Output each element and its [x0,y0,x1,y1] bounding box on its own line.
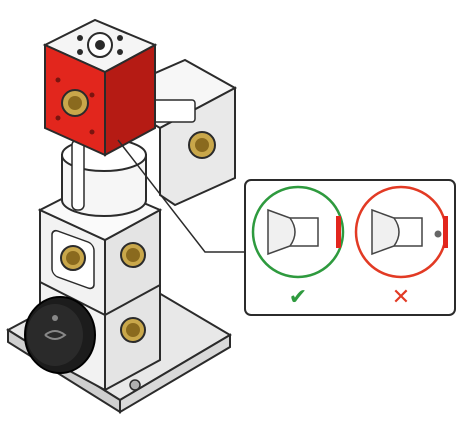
wrong-example [354,185,448,279]
callout-box: ✔ ✕ [244,179,456,316]
correct-example [251,185,345,279]
callout-leader-line [117,139,245,253]
brass-port-lower-left-top [51,229,95,290]
middle-cylinder [61,138,147,217]
wrong-cross-icon: ✕ [392,285,410,310]
base-screw [129,379,141,391]
correct-check-icon: ✔ [289,285,307,310]
black-knob [24,296,96,374]
brass-port-lower-right-bottom [120,317,146,343]
brass-port-lower-right-top [120,242,146,268]
red-cube [42,18,158,157]
